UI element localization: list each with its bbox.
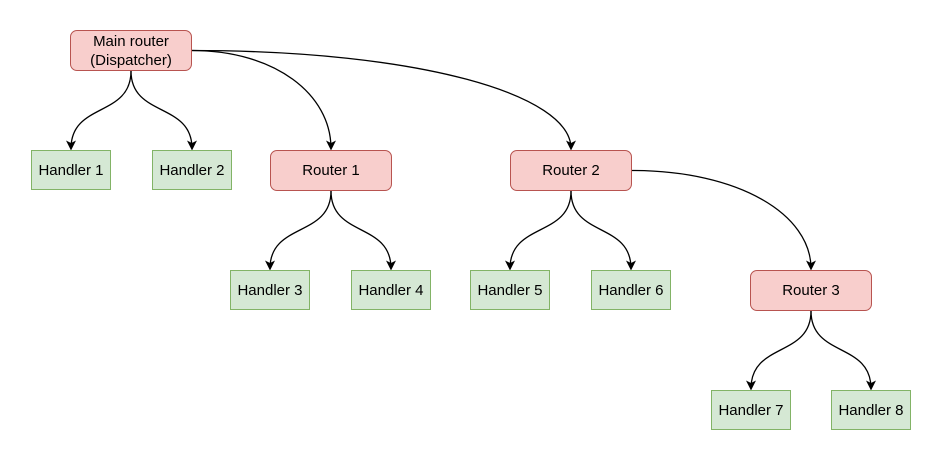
node-main-router[interactable]: Main router(Dispatcher) bbox=[70, 30, 192, 71]
node-label: Handler 6 bbox=[598, 281, 663, 300]
node-label: Router 1 bbox=[302, 161, 360, 180]
edge-router2-router3[interactable] bbox=[631, 169, 816, 271]
edge-router2-handler5[interactable] bbox=[505, 190, 572, 271]
node-label-line: Router 3 bbox=[782, 282, 840, 299]
node-handler-1[interactable]: Handler 1 bbox=[31, 150, 111, 190]
node-handler-2[interactable]: Handler 2 bbox=[152, 150, 232, 190]
node-handler-6[interactable]: Handler 6 bbox=[591, 270, 671, 310]
node-label: Handler 7 bbox=[718, 401, 783, 420]
node-label-line: Handler 2 bbox=[159, 161, 225, 179]
node-router-1[interactable]: Router 1 bbox=[270, 150, 392, 191]
node-label-line: Router 2 bbox=[542, 162, 600, 179]
node-label-line: Handler 3 bbox=[237, 281, 303, 299]
edge-router1-handler3[interactable] bbox=[265, 190, 332, 271]
node-label: Handler 2 bbox=[159, 161, 224, 180]
node-label: Router 3 bbox=[782, 281, 840, 300]
node-handler-3[interactable]: Handler 3 bbox=[230, 270, 310, 310]
node-label-line: Handler 7 bbox=[718, 401, 784, 419]
node-handler-7[interactable]: Handler 7 bbox=[711, 390, 791, 430]
node-label: Handler 4 bbox=[358, 281, 423, 300]
node-handler-4[interactable]: Handler 4 bbox=[351, 270, 431, 310]
edge-router3-handler8[interactable] bbox=[810, 310, 876, 391]
edge-router3-handler7[interactable] bbox=[746, 310, 812, 391]
node-label: Handler 1 bbox=[38, 161, 103, 180]
edge-main-handler1[interactable] bbox=[66, 70, 132, 151]
node-label: Handler 8 bbox=[838, 401, 903, 420]
edge-main-router1[interactable] bbox=[191, 49, 336, 151]
node-label-line: Handler 5 bbox=[477, 281, 543, 299]
node-label-line: Handler 8 bbox=[838, 401, 904, 419]
edge-main-router2[interactable] bbox=[191, 49, 576, 151]
node-router-2[interactable]: Router 2 bbox=[510, 150, 632, 191]
node-label-line: Main router bbox=[93, 32, 169, 50]
node-label-line: Handler 6 bbox=[598, 281, 664, 299]
node-label-line: (Dispatcher) bbox=[90, 51, 172, 69]
node-label: Handler 3 bbox=[237, 281, 302, 300]
node-label-line: Handler 1 bbox=[38, 161, 104, 179]
edge-router2-handler6[interactable] bbox=[570, 190, 636, 271]
edge-router1-handler4[interactable] bbox=[330, 190, 396, 271]
node-label: Router 2 bbox=[542, 161, 600, 180]
node-label-line: Handler 4 bbox=[358, 281, 424, 299]
node-handler-8[interactable]: Handler 8 bbox=[831, 390, 911, 430]
node-label: Handler 5 bbox=[477, 281, 542, 300]
edge-main-handler2[interactable] bbox=[130, 70, 197, 151]
node-label: Main router(Dispatcher) bbox=[90, 32, 172, 70]
node-router-3[interactable]: Router 3 bbox=[750, 270, 872, 311]
node-label-line: Router 1 bbox=[302, 162, 360, 179]
node-handler-5[interactable]: Handler 5 bbox=[470, 270, 550, 310]
